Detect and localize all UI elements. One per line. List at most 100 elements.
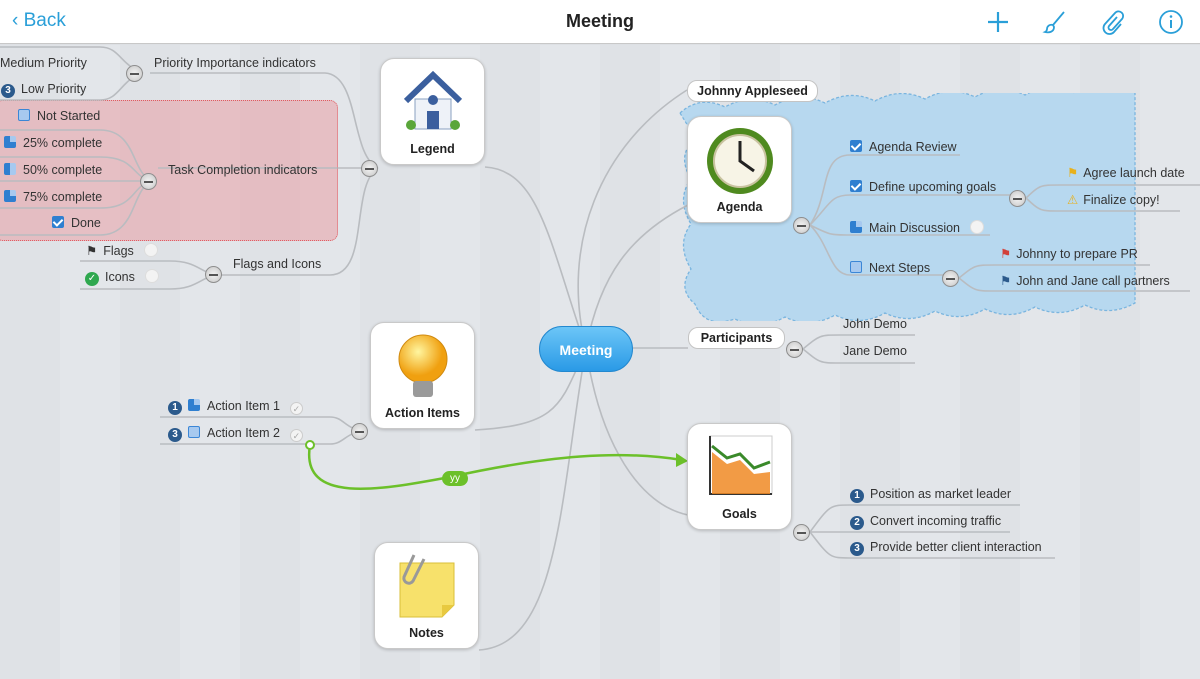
progress-25-icon: [4, 136, 16, 148]
item-label: Position as market leader: [870, 487, 1012, 501]
done-item[interactable]: Done: [52, 215, 101, 231]
note-icon[interactable]: [143, 243, 158, 257]
red-flag-icon: ⚑: [1000, 247, 1012, 261]
mindmap-canvas[interactable]: yy Meeting Legend Priority Importance in…: [0, 45, 1200, 679]
legend-label: Legend: [410, 142, 455, 156]
warning-icon: ⚠: [1067, 193, 1079, 207]
next-steps-item[interactable]: Next Steps: [850, 260, 930, 276]
goals-label: Goals: [722, 507, 757, 521]
info-icon[interactable]: [1158, 9, 1184, 35]
task-completion-label[interactable]: Task Completion indicators: [168, 163, 318, 177]
action-items-node[interactable]: Action Items: [370, 322, 475, 429]
collapse-button[interactable]: [793, 524, 810, 541]
notes-node[interactable]: Notes: [374, 542, 479, 649]
collapse-button[interactable]: [942, 270, 959, 287]
page-title: Meeting: [565, 11, 634, 31]
item-label: Action Item 2: [207, 426, 280, 440]
item-label: Flags: [103, 244, 134, 258]
medium-priority-item[interactable]: Medium Priority: [0, 56, 87, 70]
plus-icon[interactable]: [985, 9, 1011, 35]
item-label: Not Started: [37, 109, 101, 123]
agenda-label: Agenda: [716, 200, 763, 214]
progress-75-icon: [850, 221, 862, 233]
priority-badge: 1: [850, 489, 864, 503]
back-label: Back: [23, 10, 66, 31]
paperclip-icon[interactable]: [1100, 9, 1126, 35]
not-started-item[interactable]: Not Started: [18, 108, 100, 124]
checkbox-done-icon: [850, 140, 862, 152]
item-label: Finalize copy!: [1083, 193, 1160, 207]
sticky-note-icon: [399, 554, 454, 618]
item-label: Define upcoming goals: [869, 180, 997, 194]
participant-item[interactable]: John Demo: [843, 317, 907, 331]
50-complete-item[interactable]: 50% complete: [4, 162, 102, 178]
collapse-button[interactable]: [351, 423, 368, 440]
item-label: 50% complete: [23, 163, 103, 177]
priority-badge: 1: [168, 401, 182, 415]
lightbulb-icon: [398, 334, 447, 397]
johnny-pr-item[interactable]: ⚑ Johnny to prepare PR: [1000, 246, 1138, 262]
flags-item[interactable]: ⚑Flags: [86, 243, 158, 259]
priority-badge: 3: [168, 428, 182, 442]
75-complete-item[interactable]: 75% complete: [4, 189, 102, 205]
house-icon: [403, 70, 462, 130]
progress-75-icon: [4, 190, 16, 202]
item-label: Provide better client interaction: [870, 540, 1042, 554]
collapse-button[interactable]: [126, 65, 143, 82]
item-label: John and Jane call partners: [1016, 274, 1170, 288]
checkbox-empty-icon: [18, 109, 30, 121]
checkbox-done-icon: [850, 180, 862, 192]
goals-node[interactable]: Goals: [687, 423, 792, 530]
progress-25-icon: [188, 399, 200, 411]
goal-item[interactable]: 1 Position as market leader: [850, 486, 1011, 503]
define-goals-item[interactable]: Define upcoming goals: [850, 179, 996, 195]
participants-topic[interactable]: Participants: [688, 327, 785, 349]
main-discussion-item[interactable]: Main Discussion: [850, 220, 985, 236]
check-icon[interactable]: ✓: [289, 429, 303, 442]
priority-badge: 3: [1, 84, 15, 98]
johnny-appleseed-topic[interactable]: Johnny Appleseed: [687, 80, 818, 102]
notes-label: Notes: [409, 626, 444, 640]
check-icon[interactable]: ✓: [289, 402, 303, 415]
flags-icons-label[interactable]: Flags and Icons: [233, 257, 322, 271]
call-partners-item[interactable]: ⚑John and Jane call partners: [1000, 273, 1170, 289]
collapse-button[interactable]: [786, 341, 803, 358]
agenda-review-item[interactable]: Agenda Review: [850, 139, 957, 155]
checkbox-done-icon: [52, 216, 64, 228]
collapse-button[interactable]: [1009, 190, 1026, 207]
action-items-label: Action Items: [384, 406, 460, 420]
item-label: Agenda Review: [869, 140, 957, 154]
priority-label[interactable]: Priority Importance indicators: [154, 56, 316, 70]
note-icon[interactable]: [970, 220, 985, 234]
icons-item[interactable]: ✓Icons: [85, 269, 159, 286]
note-icon[interactable]: [144, 269, 159, 283]
item-label: Johnny to prepare PR: [1016, 247, 1138, 261]
finalize-copy-item[interactable]: ⚠ Finalize copy!: [1067, 192, 1160, 208]
item-label: Convert incoming traffic: [870, 514, 1002, 528]
yellow-flag-icon: ⚑: [1067, 166, 1079, 180]
25-complete-item[interactable]: 25% complete: [4, 135, 102, 151]
item-label: Action Item 1: [207, 399, 280, 413]
collapse-button[interactable]: [205, 266, 222, 283]
agenda-node[interactable]: Agenda: [687, 116, 792, 223]
action-item[interactable]: 1 Action Item 1 ✓: [168, 398, 303, 415]
legend-node[interactable]: Legend: [380, 58, 485, 165]
item-label: Icons: [105, 270, 135, 284]
item-label: Next Steps: [869, 261, 931, 275]
brush-icon[interactable]: [1042, 9, 1068, 35]
back-button[interactable]: ‹ Back: [12, 10, 66, 31]
central-topic[interactable]: Meeting: [539, 326, 633, 372]
link-label[interactable]: yy: [442, 471, 468, 486]
agenda-cloud-boundary: [679, 93, 1136, 321]
agree-launch-item[interactable]: ⚑Agree launch date: [1067, 165, 1185, 181]
participant-item[interactable]: Jane Demo: [843, 344, 907, 358]
action-item[interactable]: 3 Action Item 2 ✓: [168, 425, 303, 442]
item-label: Main Discussion: [869, 221, 961, 235]
collapse-button[interactable]: [140, 173, 157, 190]
collapse-button[interactable]: [793, 217, 810, 234]
collapse-button[interactable]: [361, 160, 378, 177]
checkbox-empty-icon: [188, 426, 200, 438]
